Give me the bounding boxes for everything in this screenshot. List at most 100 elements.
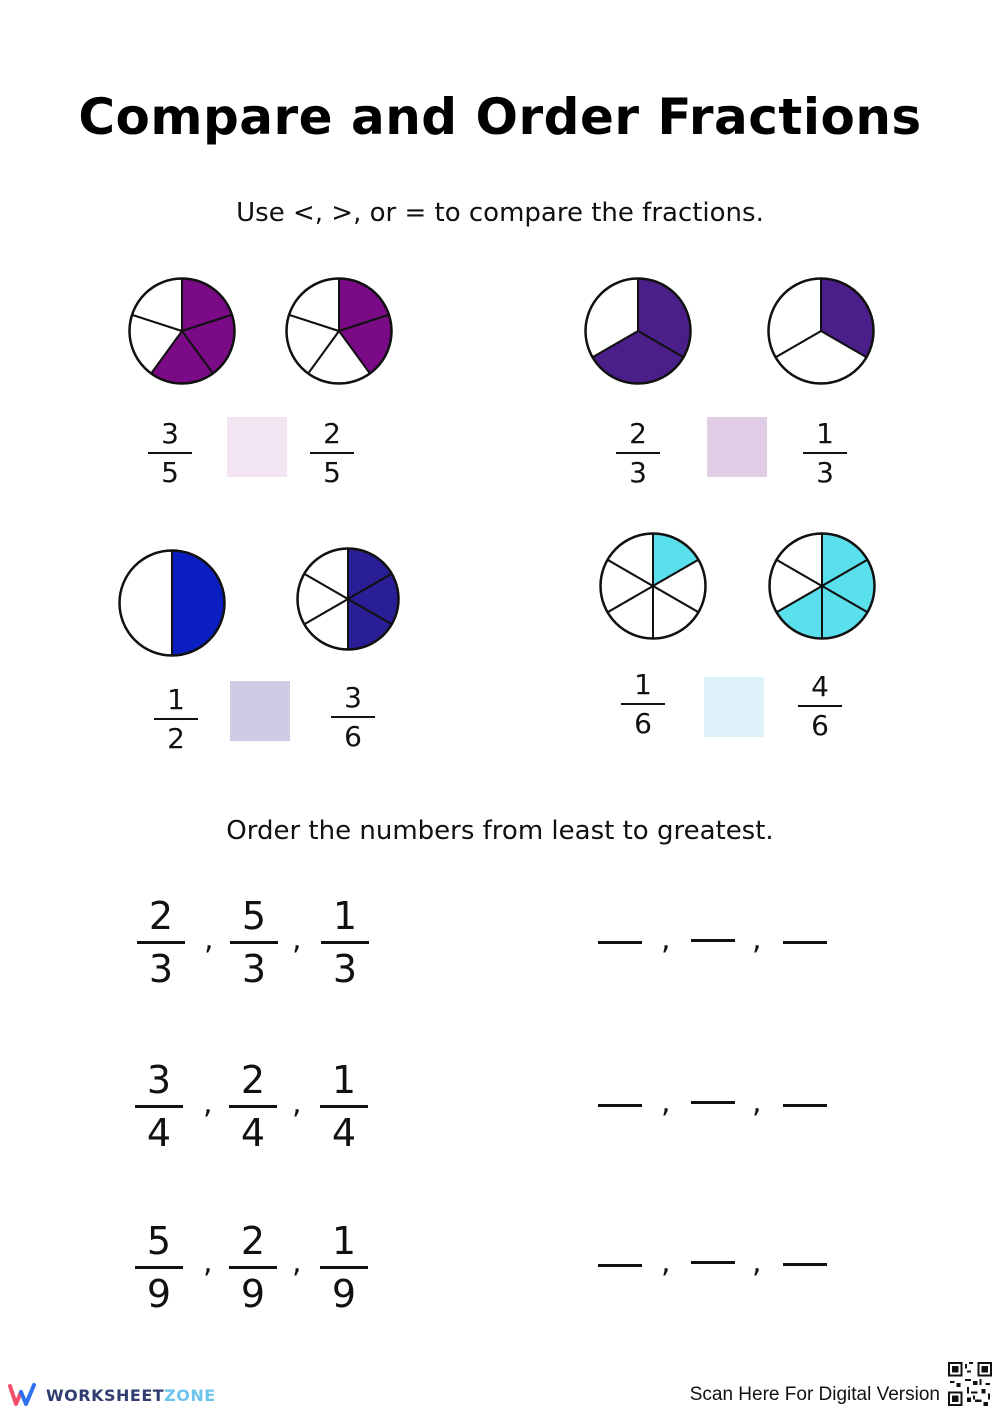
separator-comma: , — [292, 1086, 302, 1121]
fraction-pie — [599, 532, 707, 640]
fraction-bar — [621, 703, 665, 705]
brand-part-2: ZONE — [164, 1385, 216, 1405]
answer-blank[interactable] — [598, 941, 642, 944]
denominator: 4 — [240, 1111, 266, 1155]
comparison-answer-box[interactable] — [230, 681, 290, 741]
fraction: 2 4 — [229, 1061, 277, 1152]
denominator: 3 — [241, 947, 267, 991]
fraction: 3 4 — [135, 1061, 183, 1152]
numerator: 1 — [816, 417, 834, 450]
page-title: Compare and Order Fractions — [78, 88, 922, 146]
fraction-bar — [320, 1266, 368, 1269]
fraction: 5 3 — [230, 897, 278, 988]
pie-outline — [285, 277, 393, 385]
comparison-answer-box[interactable] — [704, 677, 764, 737]
fraction-bar — [135, 1266, 183, 1269]
denominator: 4 — [146, 1111, 172, 1155]
denominator: 3 — [629, 456, 647, 489]
fraction-right: 2 5 — [310, 420, 354, 487]
brand-name: WORKSHEETZONE — [46, 1386, 216, 1405]
denominator: 6 — [811, 709, 829, 742]
numerator: 1 — [167, 683, 185, 716]
separator-comma: , — [292, 1245, 302, 1280]
fraction-right: 1 3 — [803, 420, 847, 487]
fraction-bar — [154, 718, 198, 720]
separator-comma: , — [661, 1245, 671, 1280]
fraction-pie — [767, 277, 875, 385]
separator-comma: , — [292, 922, 302, 957]
answer-blank[interactable] — [691, 1101, 735, 1104]
fraction-bar — [616, 452, 660, 454]
answer-blank[interactable] — [783, 941, 827, 944]
denominator: 6 — [634, 707, 652, 740]
separator-comma: , — [203, 1245, 213, 1280]
scan-text: Scan Here For Digital Version — [689, 1384, 940, 1405]
fraction-bar — [135, 1105, 183, 1108]
answer-blank[interactable] — [783, 1104, 827, 1107]
fraction-pie — [768, 532, 876, 640]
fraction: 2 9 — [229, 1222, 277, 1313]
fraction-right: 4 6 — [798, 673, 842, 740]
pie-outline — [296, 547, 400, 651]
numerator: 2 — [323, 417, 341, 450]
compare-instruction: Use <, >, or = to compare the fractions. — [236, 198, 764, 228]
comparison-answer-box[interactable] — [707, 417, 767, 477]
answer-blank[interactable] — [598, 1264, 642, 1267]
separator-comma: , — [752, 1085, 762, 1120]
numerator: 5 — [241, 894, 267, 938]
fraction-bar — [803, 452, 847, 454]
fraction-bar — [230, 941, 278, 944]
denominator: 6 — [344, 720, 362, 753]
denominator: 9 — [240, 1272, 266, 1316]
numerator: 1 — [332, 894, 358, 938]
separator-comma: , — [752, 1245, 762, 1280]
fraction-left: 3 5 — [148, 420, 192, 487]
pie-outline — [767, 277, 875, 385]
numerator: 2 — [240, 1058, 266, 1102]
answer-blank[interactable] — [598, 1104, 642, 1107]
fraction: 1 4 — [320, 1061, 368, 1152]
separator-comma: , — [661, 1085, 671, 1120]
fraction-bar — [229, 1105, 277, 1108]
qr-code-icon[interactable] — [948, 1362, 992, 1406]
fraction-left: 1 2 — [154, 686, 198, 753]
numerator: 4 — [811, 670, 829, 703]
fraction-pie — [118, 549, 226, 657]
brand-part-1: WORKSHEET — [46, 1385, 165, 1405]
numerator: 3 — [344, 681, 362, 714]
fraction-pie — [584, 277, 692, 385]
answer-blank[interactable] — [691, 1261, 735, 1264]
numerator: 2 — [148, 894, 174, 938]
denominator: 3 — [148, 947, 174, 991]
fraction-bar — [310, 452, 354, 454]
fraction: 1 3 — [321, 897, 369, 988]
numerator: 1 — [331, 1058, 357, 1102]
separator-comma: , — [203, 1086, 213, 1121]
denominator: 2 — [167, 722, 185, 755]
fraction-left: 1 6 — [621, 671, 665, 738]
separator-comma: , — [661, 922, 671, 957]
numerator: 5 — [146, 1219, 172, 1263]
fraction: 5 9 — [135, 1222, 183, 1313]
fraction-bar — [148, 452, 192, 454]
comparison-answer-box[interactable] — [227, 417, 287, 477]
worksheetzone-logo-icon — [8, 1383, 36, 1406]
order-instruction: Order the numbers from least to greatest… — [226, 816, 774, 846]
pie-outline — [118, 549, 226, 657]
pie-slice-empty — [118, 549, 173, 657]
denominator: 9 — [331, 1272, 357, 1316]
separator-comma: , — [752, 922, 762, 957]
denominator: 5 — [161, 456, 179, 489]
footer-brand[interactable]: WORKSHEETZONE — [8, 1382, 216, 1408]
answer-blank[interactable] — [783, 1263, 827, 1266]
denominator: 3 — [816, 456, 834, 489]
fraction-bar — [229, 1266, 277, 1269]
fraction-bar — [137, 941, 185, 944]
fraction-pie — [128, 277, 236, 385]
fraction-right: 3 6 — [331, 684, 375, 751]
pie-slice-shaded — [171, 549, 226, 657]
numerator: 2 — [240, 1219, 266, 1263]
numerator: 3 — [161, 417, 179, 450]
answer-blank[interactable] — [691, 939, 735, 942]
pie-outline — [584, 277, 692, 385]
